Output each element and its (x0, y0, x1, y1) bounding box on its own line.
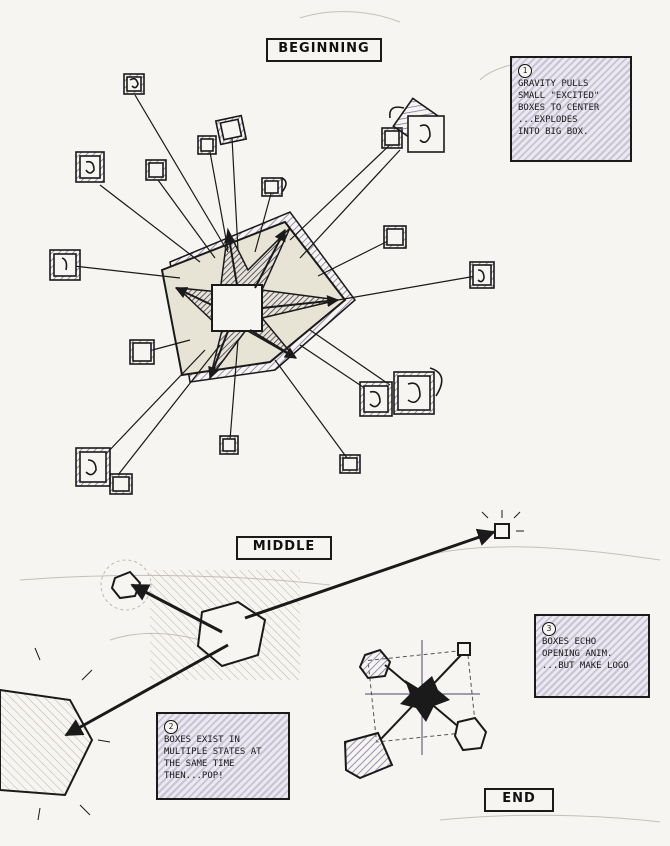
burst-lines-left (34, 647, 111, 821)
note-text: BOXES EXIST IN MULTIPLE STATES AT THE SA… (164, 735, 262, 781)
end-big-box (343, 731, 394, 780)
small-box (381, 127, 403, 149)
gravity-lines (64, 94, 477, 476)
label-middle: MIDDLE (236, 536, 332, 560)
small-box (49, 249, 81, 281)
note-3: 3 BOXES ECHO OPENING ANIM. ...BUT MAKE L… (534, 614, 650, 698)
small-box (214, 114, 248, 146)
label-end: END (484, 788, 554, 812)
note-number: 2 (164, 720, 178, 734)
small-box (123, 73, 145, 95)
small-box (261, 177, 287, 197)
small-box (359, 381, 393, 417)
end-cross (400, 676, 450, 722)
big-hexagon-left (0, 688, 94, 797)
central-box-group (160, 211, 357, 383)
end-small-box (457, 642, 471, 656)
small-box (339, 454, 361, 474)
arrow-to-bottom-left (64, 643, 229, 737)
note-text: GRAVITY PULLS SMALL "EXCITED" BOXES TO C… (518, 79, 600, 137)
small-box (219, 435, 239, 455)
note-number: 3 (542, 622, 556, 636)
end-hexagon-right (453, 716, 488, 752)
arrow-to-top-right (244, 528, 496, 620)
sparkle-top-right (481, 510, 524, 532)
small-box (383, 225, 407, 249)
small-box (388, 97, 445, 153)
small-box (75, 151, 105, 183)
arrow-to-left (130, 583, 223, 634)
note-1: 1 GRAVITY PULLS SMALL "EXCITED" BOXES TO… (510, 56, 632, 162)
end-dashed-frame (367, 649, 477, 743)
small-box (393, 367, 443, 415)
small-box (109, 473, 133, 495)
small-box (145, 159, 167, 181)
note-text: BOXES ECHO OPENING ANIM. ...BUT MAKE LOG… (542, 637, 629, 671)
label-beginning: BEGINNING (266, 38, 382, 62)
note-number: 1 (518, 64, 532, 78)
small-box (129, 339, 155, 365)
note-2: 2 BOXES EXIST IN MULTIPLE STATES AT THE … (156, 712, 290, 800)
glow-left (100, 559, 152, 611)
middle-scene (0, 510, 524, 821)
central-box-core (211, 284, 263, 332)
small-box-top-right (494, 523, 510, 539)
small-box (75, 447, 111, 487)
end-scene (343, 640, 488, 780)
small-box (469, 261, 495, 289)
small-box (197, 135, 217, 155)
end-hexagon-top-left (358, 648, 392, 680)
excited-boxes (49, 73, 495, 495)
